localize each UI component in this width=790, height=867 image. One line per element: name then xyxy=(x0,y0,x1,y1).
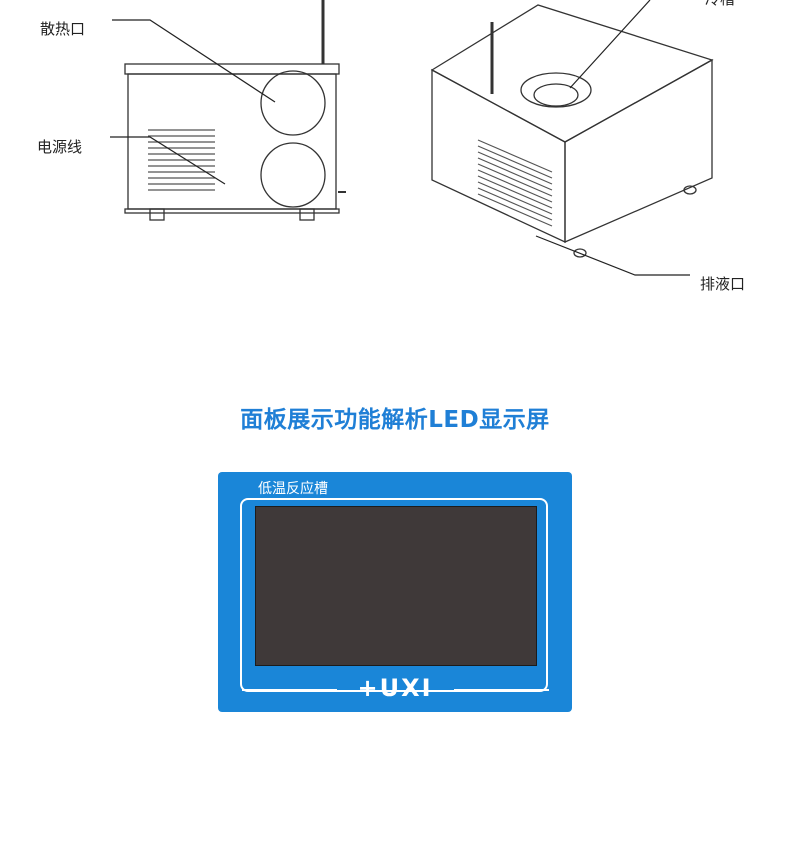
bath-opening xyxy=(520,72,592,108)
side-view-machine xyxy=(124,0,346,221)
side-foot-right xyxy=(299,208,315,221)
section-title: 面板展示功能解析LED显示屏 xyxy=(240,407,550,433)
device-diagram xyxy=(110,0,714,276)
front-vent-grid xyxy=(477,139,553,227)
leader-drain xyxy=(535,235,690,276)
front-face xyxy=(431,68,566,244)
top-surface xyxy=(430,4,714,143)
foot-right xyxy=(683,185,697,195)
panel-border xyxy=(240,498,548,692)
leader-power-cord xyxy=(110,136,226,185)
brand-logo: +UXI xyxy=(357,674,433,702)
label-power-cord: 电源线 xyxy=(37,138,83,156)
side-top-lid xyxy=(124,63,340,75)
side-base xyxy=(124,208,340,214)
label-drain-port: 排液口 xyxy=(700,275,746,293)
brand-line-right xyxy=(454,689,549,691)
side-foot-left xyxy=(149,208,165,221)
control-panel: 低温反应槽 +UXI xyxy=(218,472,572,712)
led-screen xyxy=(255,506,537,666)
foot-front xyxy=(573,248,587,258)
bath-inner xyxy=(533,83,579,107)
fan-circle-bottom xyxy=(260,142,326,208)
brand-line-left xyxy=(242,689,337,691)
label-heat-vent: 散热口 xyxy=(40,20,86,38)
leader-heat-vent xyxy=(112,19,276,103)
side-vent-grid xyxy=(148,129,215,191)
panel-label: 低温反应槽 xyxy=(254,478,332,498)
right-face xyxy=(564,58,713,243)
perspective-machine xyxy=(430,4,714,258)
label-top-right-partial: 冷槽 xyxy=(705,0,735,9)
leader-bath xyxy=(569,0,651,89)
fan-circle-top xyxy=(260,70,326,136)
